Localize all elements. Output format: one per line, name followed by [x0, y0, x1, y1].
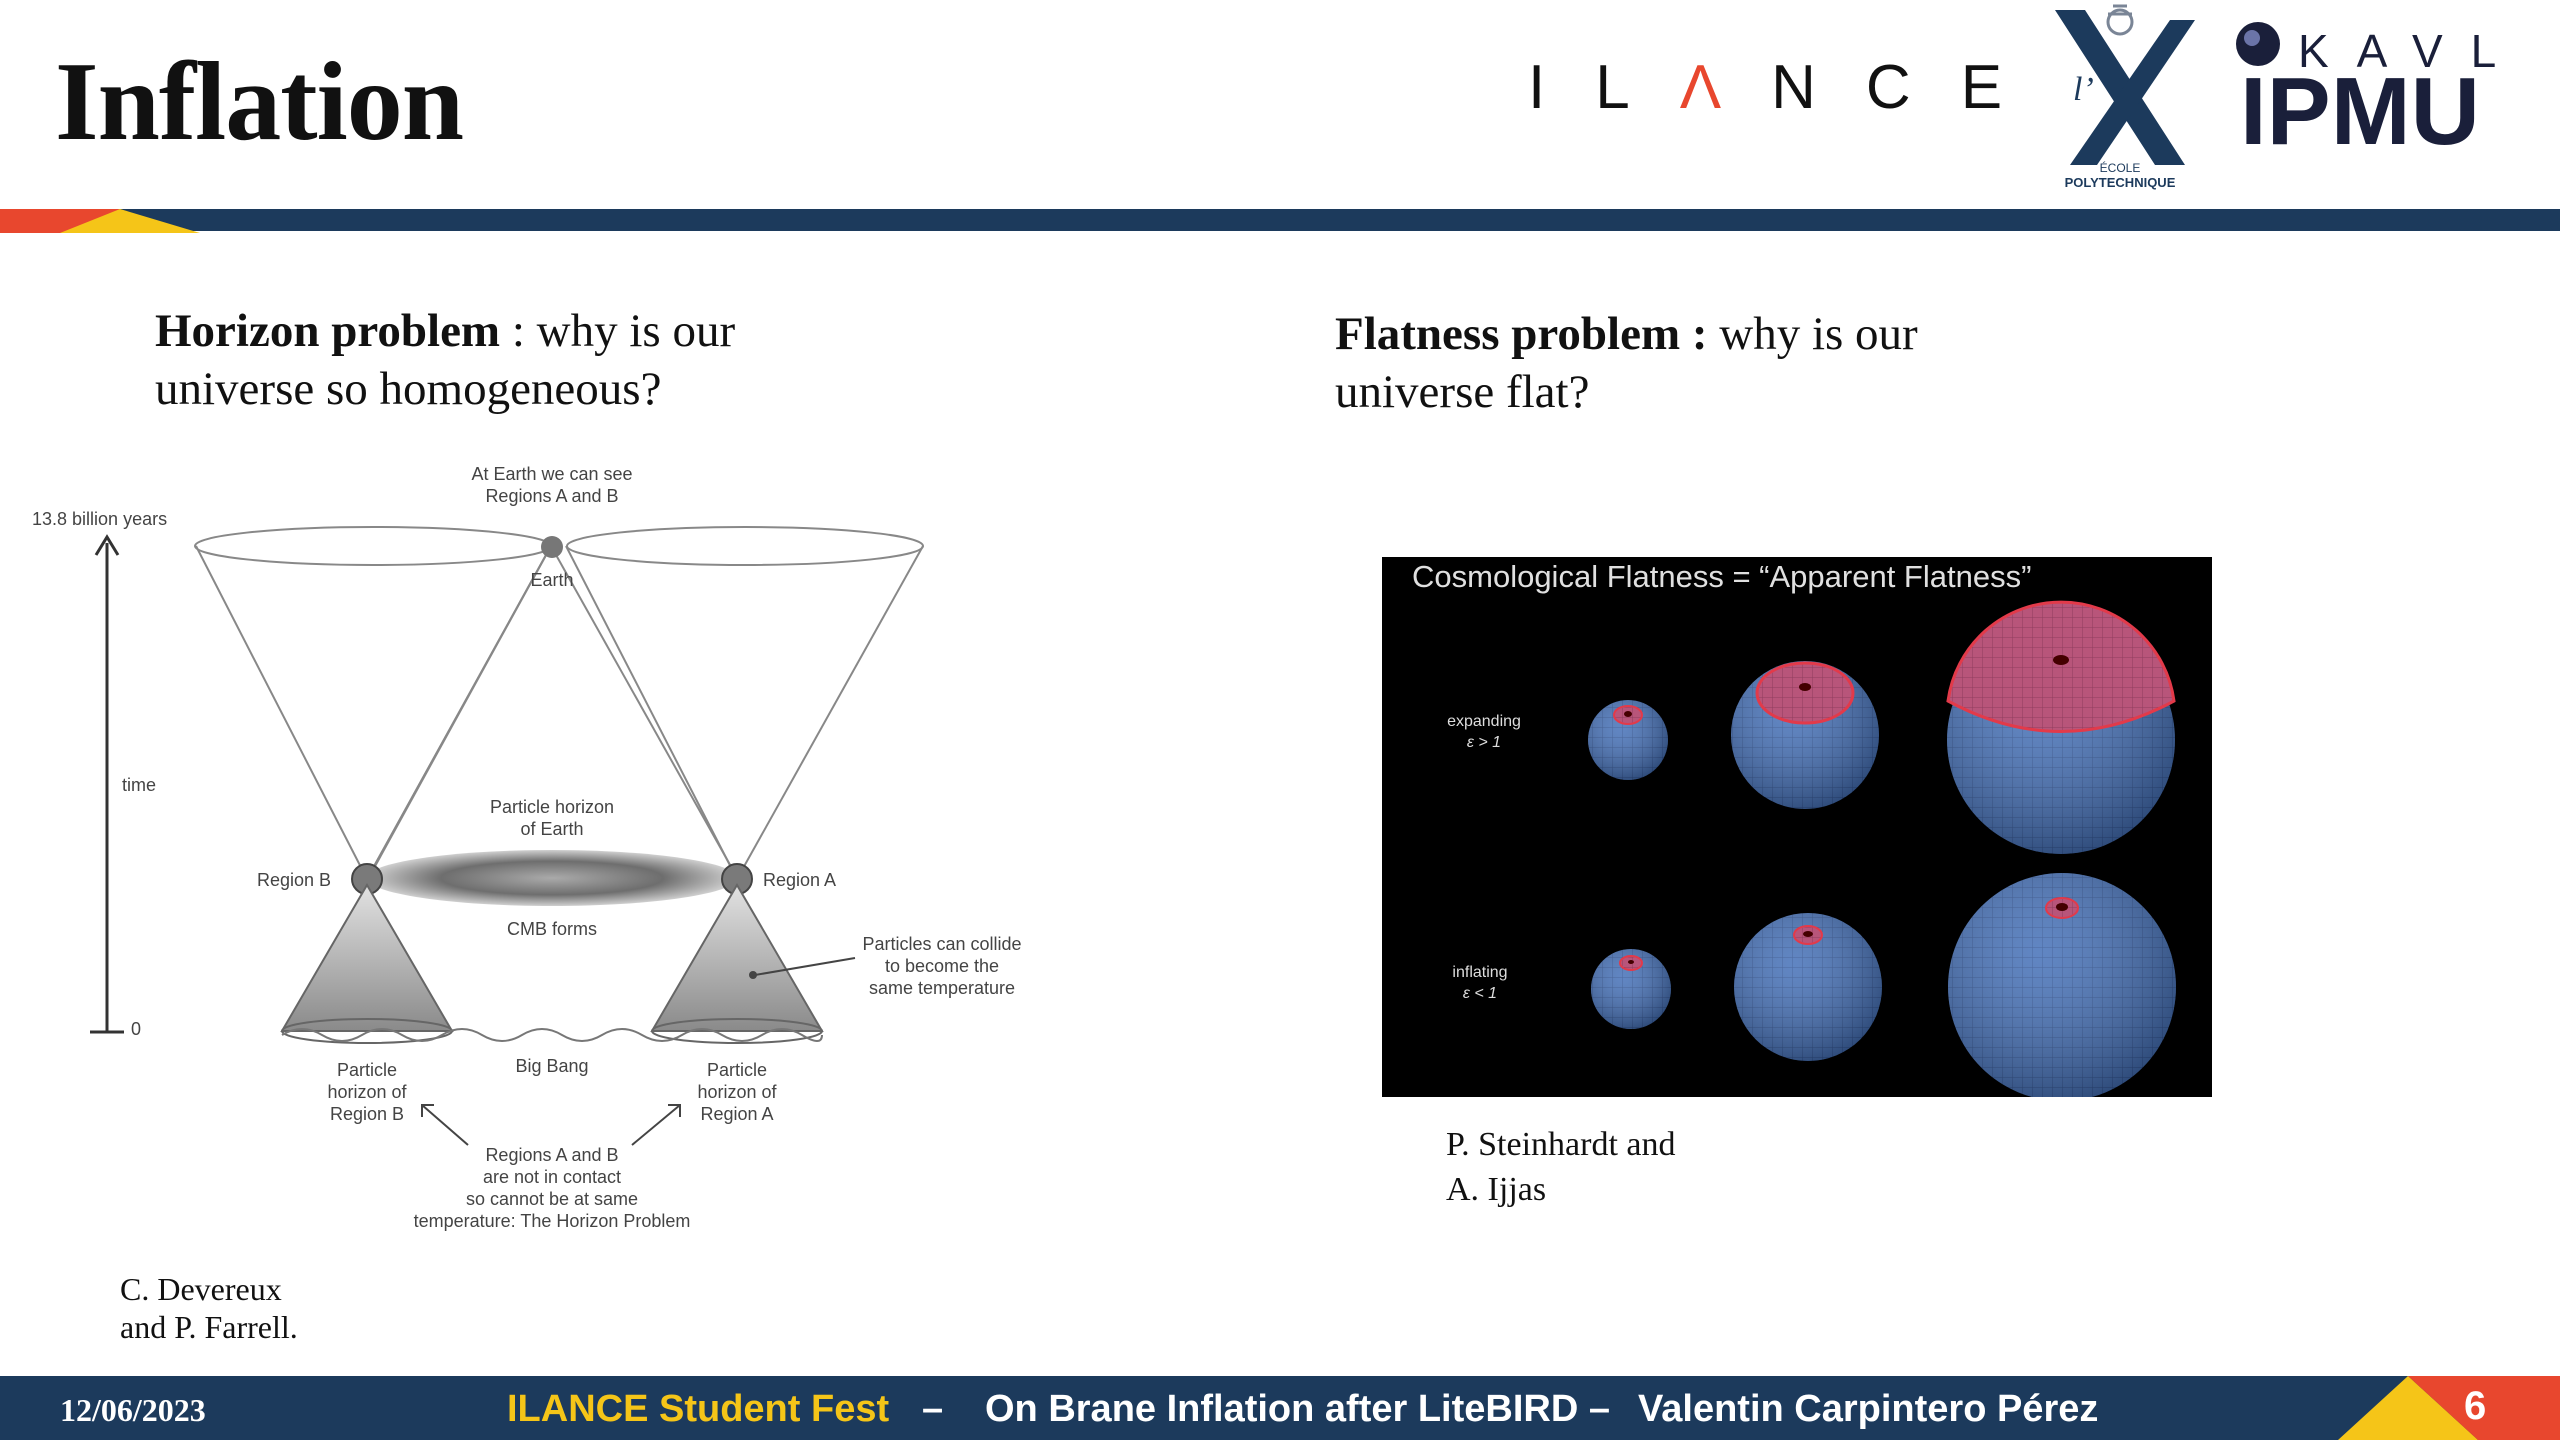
sphere-inflating-medium: [1734, 913, 1882, 1061]
ilance-logo: ILΛNCE: [1528, 52, 2052, 123]
ilance-letter: E: [1960, 53, 2053, 122]
ph-a-3: Region A: [700, 1104, 773, 1124]
x-stroke-icon: [2055, 10, 2185, 165]
contact-3: so cannot be at same: [466, 1189, 638, 1209]
footer-accent: [2338, 1376, 2560, 1440]
time-label: time: [122, 775, 156, 795]
row1-label-2: ε > 1: [1467, 734, 1501, 751]
particle-horizon-earth-1: Particle horizon: [490, 797, 614, 817]
flatness-image: Cosmological Flatness = “Apparent Flatne…: [1382, 557, 2212, 1097]
flatness-question: why is our: [1707, 308, 1918, 360]
horizon-question: : why is our: [500, 305, 736, 357]
earth-note-1: At Earth we can see: [471, 464, 632, 484]
particle-horizon-earth-2: of Earth: [520, 819, 583, 839]
polytechnique-ecole: ÉCOLE: [2100, 160, 2141, 175]
ph-b-2: horizon of: [327, 1082, 407, 1102]
ilance-letter: N: [1771, 53, 1866, 122]
flatness-credit: P. Steinhardt and A. Ijjas: [1446, 1122, 1675, 1212]
big-bang-label: Big Bang: [515, 1056, 588, 1076]
footer-dash: –: [922, 1388, 944, 1430]
sphere-expanding-large: [1946, 600, 2176, 854]
horizon-diagram: At Earth we can see Regions A and B 13.8…: [32, 464, 1022, 1231]
polytechnique-l: l’: [2073, 71, 2094, 108]
header-bar: [0, 209, 2560, 231]
flatness-credit-line2: A. Ijjas: [1446, 1171, 1547, 1208]
zero-label: 0: [131, 1019, 141, 1039]
contact-1: Regions A and B: [485, 1145, 618, 1165]
row2-label-2: ε < 1: [1463, 985, 1497, 1002]
ph-a-2: horizon of: [697, 1082, 777, 1102]
collide-label-2: to become the: [885, 956, 999, 976]
horizon-credit: C. Devereux and P. Farrell.: [120, 1270, 298, 1346]
flatness-image-title: Cosmological Flatness = “Apparent Flatne…: [1412, 559, 2031, 594]
horizon-heading: Horizon problem: [155, 305, 501, 357]
ilance-letter: C: [1865, 53, 1961, 122]
flatness-credit-line1: P. Steinhardt and: [1446, 1126, 1676, 1163]
sphere-inflating-large: [1948, 873, 2176, 1097]
earth-label: Earth: [530, 570, 573, 590]
flatness-question-line2: universe flat?: [1335, 366, 1590, 418]
page-number: 6: [2464, 1384, 2487, 1428]
age-label: 13.8 billion years: [32, 509, 167, 529]
earth-note-2: Regions A and B: [485, 486, 618, 506]
row1-label-1: expanding: [1447, 713, 1521, 730]
ph-b-1: Particle: [337, 1060, 397, 1080]
horizon-credit-line2: and P. Farrell.: [120, 1309, 298, 1345]
horizon-problem-text: Horizon problem : why is our universe so…: [155, 302, 735, 418]
slide-title: Inflation: [55, 40, 464, 164]
crest-icon: [2106, 4, 2134, 36]
contact-4: temperature: The Horizon Problem: [414, 1211, 691, 1231]
flatness-heading: Flatness problem :: [1335, 308, 1708, 360]
collide-label-1: Particles can collide: [862, 934, 1021, 954]
collide-label-3: same temperature: [869, 978, 1015, 998]
footer-author: Valentin Carpintero Pérez: [1638, 1388, 2099, 1430]
sphere-expanding-medium: [1731, 661, 1879, 809]
sphere-inflating-small: [1591, 949, 1671, 1029]
polytechnique-logo: l’ ÉCOLE POLYTECHNIQUE: [2055, 4, 2195, 190]
ph-a-1: Particle: [707, 1060, 767, 1080]
ilance-letter: I: [1528, 53, 1596, 122]
header-accent: [0, 209, 200, 233]
row2-label-1: inflating: [1452, 964, 1507, 981]
region-b-cone: [280, 883, 454, 1032]
horizon-credit-line1: C. Devereux: [120, 1271, 282, 1307]
contact-2: are not in contact: [483, 1167, 621, 1187]
flatness-problem-text: Flatness problem : why is our universe f…: [1335, 305, 1918, 421]
ipmu-text: IPMU: [2240, 58, 2480, 157]
polytechnique-name: POLYTECHNIQUE: [2065, 175, 2176, 190]
region-a-label: Region A: [763, 870, 836, 890]
ilance-letter: L: [1595, 53, 1680, 122]
region-b-label: Region B: [257, 870, 331, 890]
big-bang-wave: [281, 1028, 823, 1042]
ph-b-3: Region B: [330, 1104, 404, 1124]
sphere-expanding-small: [1588, 700, 1668, 780]
footer-bar: [0, 1376, 2560, 1440]
footer-event: ILANCE Student Fest: [507, 1388, 890, 1430]
earth-marker: [541, 536, 563, 558]
x-stroke-icon: [2070, 20, 2195, 165]
horizon-question-line2: universe so homogeneous?: [155, 363, 662, 415]
footer-date: 12/06/2023: [60, 1392, 206, 1428]
cmb-surface: [367, 850, 737, 906]
ilance-letter: Λ: [1679, 53, 1772, 122]
cmb-label: CMB forms: [507, 919, 597, 939]
footer-talk: On Brane Inflation after LiteBIRD –: [985, 1388, 1610, 1430]
region-a-cone: [650, 883, 824, 1032]
